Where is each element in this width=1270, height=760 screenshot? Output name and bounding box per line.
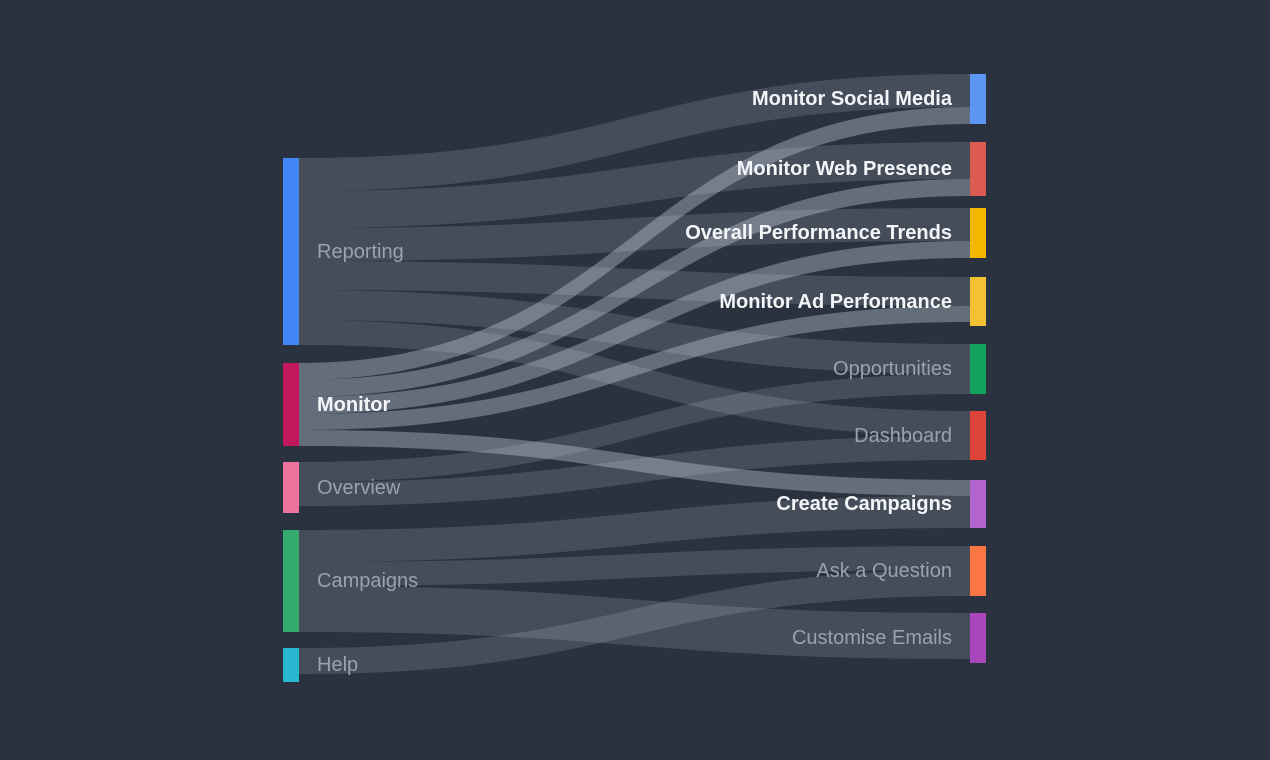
node-ask-a-question[interactable] — [970, 546, 986, 596]
node-help[interactable] — [283, 648, 299, 682]
node-monitor[interactable] — [283, 363, 299, 446]
node-opportunities[interactable] — [970, 344, 986, 394]
flow-reporting-dashboard[interactable] — [299, 320, 970, 436]
flow-reporting-opportunities[interactable] — [299, 290, 970, 374]
flow-reporting-monitor-ad-performance[interactable] — [299, 261, 970, 306]
flow-campaigns-customise-emails[interactable] — [299, 586, 970, 659]
flow-overview-dashboard[interactable] — [299, 436, 970, 506]
flow-reporting-monitor-social-media[interactable] — [299, 74, 970, 191]
flow-campaigns-create-campaigns[interactable] — [299, 496, 970, 562]
node-customise-emails[interactable] — [970, 613, 986, 663]
flow-monitor-create-campaigns[interactable] — [299, 430, 970, 496]
node-create-campaigns[interactable] — [970, 480, 986, 528]
node-monitor-social-media[interactable] — [970, 74, 986, 124]
flow-overview-opportunities[interactable] — [299, 374, 970, 482]
flow-monitor-monitor-web-presence[interactable] — [299, 179, 970, 397]
node-monitor-ad-performance[interactable] — [970, 277, 986, 326]
node-dashboard[interactable] — [970, 411, 986, 460]
flow-reporting-monitor-web-presence[interactable] — [299, 142, 970, 228]
node-monitor-web-presence[interactable] — [970, 142, 986, 196]
flow-monitor-monitor-ad-performance[interactable] — [299, 306, 970, 430]
flow-campaigns-ask-a-question[interactable] — [299, 546, 970, 586]
flow-monitor-monitor-social-media[interactable] — [299, 107, 970, 380]
node-reporting[interactable] — [283, 158, 299, 345]
node-overview[interactable] — [283, 462, 299, 513]
flow-monitor-overall-performance-trends[interactable] — [299, 241, 970, 414]
node-overall-performance-trends[interactable] — [970, 208, 986, 258]
flow-reporting-overall-performance-trends[interactable] — [299, 208, 970, 261]
node-campaigns[interactable] — [283, 530, 299, 632]
flow-help-ask-a-question[interactable] — [299, 570, 970, 674]
